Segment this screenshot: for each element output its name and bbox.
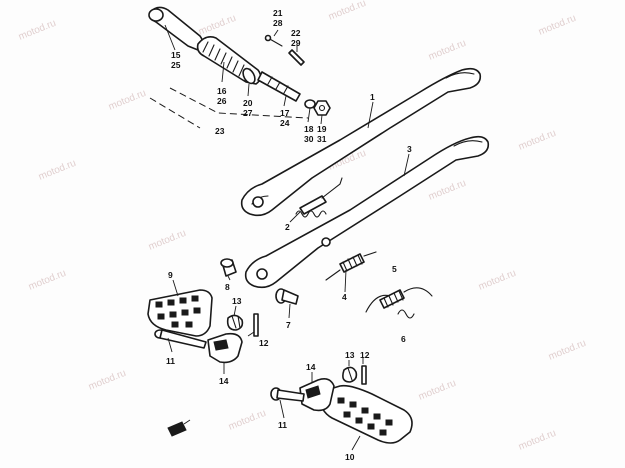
footrest-right-body	[318, 384, 413, 444]
callout-13b: 13	[345, 350, 355, 360]
callout-7: 7	[286, 320, 291, 330]
svg-text:motod.ru: motod.ru	[417, 378, 458, 403]
callout-25: 25	[171, 60, 181, 70]
spring-13-left	[226, 314, 244, 331]
cotter-pin-12-left	[253, 313, 259, 337]
svg-text:motod.ru: motod.ru	[27, 268, 68, 293]
pin-11-right	[270, 387, 305, 402]
bolt-7	[275, 288, 299, 305]
svg-text:motod.ru: motod.ru	[17, 18, 58, 43]
side-stand-1	[240, 67, 482, 217]
callout-6: 6	[401, 334, 406, 344]
callout-10: 10	[345, 452, 355, 462]
callout-21: 21	[273, 8, 283, 18]
callout-24: 24	[280, 118, 290, 128]
callout-5: 5	[392, 264, 397, 274]
watermark-layer: motod.ru motod.ru motod.ru motod.ru moto…	[17, 0, 588, 453]
svg-text:motod.ru: motod.ru	[87, 368, 128, 393]
callout-30: 30	[304, 134, 314, 144]
callout-20: 20	[243, 98, 253, 108]
grip-cap-end	[148, 8, 164, 22]
stand-3-stopper	[321, 237, 331, 247]
footrest-right	[318, 384, 413, 444]
callout-3: 3	[407, 144, 412, 154]
spring-5-6	[365, 287, 433, 319]
svg-text:motod.ru: motod.ru	[477, 268, 518, 293]
footrest-left	[147, 289, 213, 337]
callout-15: 15	[171, 50, 181, 60]
callout-12a: 12	[259, 338, 269, 348]
callout-14a: 14	[219, 376, 229, 386]
svg-text:motod.ru: motod.ru	[517, 128, 558, 153]
spring-4	[325, 251, 377, 281]
svg-text:motod.ru: motod.ru	[537, 13, 578, 38]
svg-text:motod.ru: motod.ru	[37, 158, 78, 183]
footrest-bracket-left	[207, 332, 243, 364]
stand-1-pivot	[252, 196, 264, 208]
bolt-8	[220, 258, 237, 277]
callout-4: 4	[342, 292, 347, 302]
stand-3-pivot	[256, 268, 268, 280]
callout-19: 19	[317, 124, 327, 134]
svg-text:motod.ru: motod.ru	[427, 178, 468, 203]
callout-12b: 12	[360, 350, 370, 360]
callout-18: 18	[304, 124, 314, 134]
svg-text:motod.ru: motod.ru	[427, 38, 468, 63]
callout-11b: 11	[278, 420, 287, 430]
callout-27: 27	[243, 108, 253, 118]
spring-13-right	[342, 366, 358, 383]
direction-marker	[167, 419, 191, 437]
callout-1: 1	[370, 92, 375, 102]
callout-31: 31	[317, 134, 327, 144]
callout-14b: 14	[306, 362, 316, 372]
stand-bar-3	[244, 135, 490, 289]
leader-lines	[164, 24, 410, 451]
pin-11-left	[154, 329, 207, 349]
callout-13a: 13	[232, 296, 242, 306]
callout-11a: 11	[166, 356, 175, 366]
svg-text:motod.ru: motod.ru	[197, 13, 238, 38]
footrest-bracket-right	[299, 378, 335, 412]
shaft	[257, 71, 301, 102]
washer	[242, 67, 256, 85]
svg-text:motod.ru: motod.ru	[517, 428, 558, 453]
nut	[313, 100, 331, 116]
svg-text:motod.ru: motod.ru	[327, 0, 368, 23]
callout-2: 2	[285, 222, 290, 232]
callout-9: 9	[168, 270, 173, 280]
cotter-pin-12-right	[361, 365, 367, 385]
small-washer	[304, 99, 316, 109]
svg-text:motod.ru: motod.ru	[227, 408, 268, 433]
side-stand-3	[244, 135, 490, 289]
callout-23: 23	[215, 126, 225, 136]
stand-bar-1	[240, 67, 482, 217]
callout-labels: 15 25 16 26 20 27 21 28 22 29 17 24 18 3…	[166, 8, 412, 462]
svg-text:motod.ru: motod.ru	[147, 228, 188, 253]
svg-text:motod.ru: motod.ru	[547, 338, 588, 363]
callout-26: 26	[217, 96, 227, 106]
callout-28: 28	[273, 18, 283, 28]
footrest-left-body	[147, 289, 213, 337]
spring-pin	[288, 49, 305, 66]
callout-22: 22	[291, 28, 301, 38]
callout-8: 8	[225, 282, 230, 292]
svg-text:motod.ru: motod.ru	[107, 88, 148, 113]
footrest-rubber-assembly	[148, 6, 331, 116]
assembly-bracket-23	[149, 87, 309, 129]
callout-16: 16	[217, 86, 227, 96]
callout-29: 29	[291, 38, 301, 48]
callout-17: 17	[280, 108, 290, 118]
spring-2	[295, 177, 343, 218]
